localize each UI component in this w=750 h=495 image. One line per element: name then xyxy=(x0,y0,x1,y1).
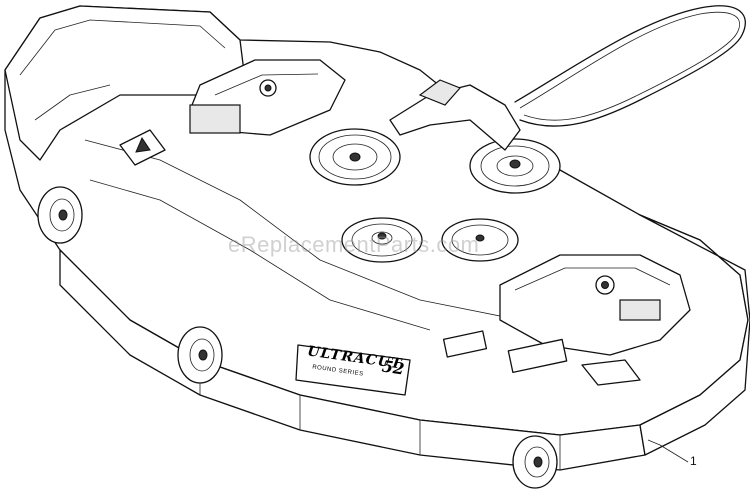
spindle-pulley-icon xyxy=(309,128,423,263)
callout-leader xyxy=(647,439,689,463)
caster-wheel-icon xyxy=(37,186,558,489)
callout-label: 1 xyxy=(690,454,697,468)
right-spindle-cover xyxy=(499,254,691,356)
idler-pulley-icon xyxy=(389,79,561,262)
deck-nameplate xyxy=(295,344,411,396)
warning-label-icon xyxy=(119,129,641,386)
watermark: eReplacementParts.com xyxy=(228,232,480,257)
size-badge: 52 xyxy=(380,356,406,379)
drive-belt-icon xyxy=(514,5,746,127)
left-spindle-cover xyxy=(189,59,346,136)
